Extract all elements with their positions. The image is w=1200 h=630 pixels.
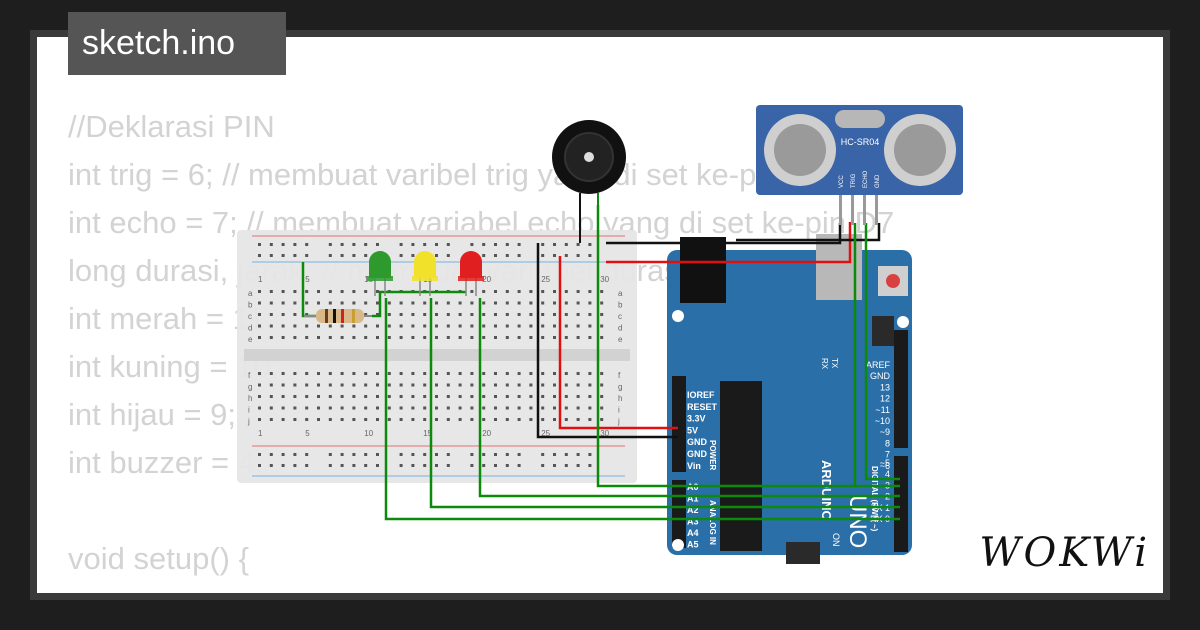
digital-pin-label: 7 [885,450,890,460]
sensor-pin [839,195,842,225]
arduino-model: UNO [844,495,871,548]
digital-header-label: DIGITAL (PWM ~) [870,466,879,532]
breadboard-column-label: 10 [364,429,373,438]
code-line: void setup() { [68,541,249,576]
breadboard-row-label: h [618,394,622,403]
digital-pin-label: 8 [885,438,890,448]
breadboard-row-label: i [248,406,250,415]
breadboard-column-label: 5 [305,429,310,438]
breadboard-row-label: j [247,417,250,426]
breadboard-column-label: 15 [423,429,432,438]
sensor-pin-label: VCC [839,175,845,188]
sensor-pin [875,195,878,225]
breadboard-row-label: h [248,394,252,403]
code-line: pinMode(trig, OUTPUT); // set pin trig m… [68,583,894,593]
power-pin-label: 3.3V [687,414,706,424]
breadboard-row-label: f [248,371,251,380]
led-green[interactable] [367,251,393,296]
arduino-brand: ARDUINO [819,460,834,521]
breadboard-row-label: a [248,289,253,298]
sensor-pin [851,195,854,225]
resistor[interactable] [304,309,372,323]
digital-pin-label: ~10 [875,416,890,426]
power-pin-label: IOREF [687,390,715,400]
digital-pin-label: ~6 [880,461,890,471]
analog-pin-label: A1 [687,494,699,504]
breadboard-row-label: c [248,312,252,321]
breadboard-column-label: 25 [541,429,550,438]
digital-pin-label: ~11 [875,405,890,415]
digital-pin-label: 13 [880,382,890,392]
analog-header-label: ANALOG IN [708,500,717,545]
analog-pin-label: A2 [687,505,699,515]
breadboard-row-label: e [618,335,623,344]
breadboard-column-label: 30 [600,275,609,284]
code-line: //Deklarasi PIN [68,109,275,144]
sensor-pin [863,195,866,225]
sensor-pin-label: TRIG [851,173,857,188]
buzzer[interactable] [552,120,626,243]
analog-pin-label: A3 [687,517,699,527]
power-header-label: POWER [708,440,717,470]
power-pin-label: GND [687,437,708,447]
breadboard-column-label: 1 [258,275,263,284]
breadboard-column-label: 20 [482,275,491,284]
code-line: int hijau = 9; [68,397,237,432]
wokwi-logo: WOKWi [979,530,1150,576]
breadboard-row-label: j [617,417,620,426]
digital-pin-label: AREF [866,360,891,370]
power-pin-label: 5V [687,425,698,435]
breadboard[interactable]: 115510101515202025253030aabbccddeeffgghh… [237,230,637,483]
breadboard-row-label: e [248,335,253,344]
breadboard-row-label: f [618,371,621,380]
led-yellow[interactable] [412,251,438,296]
digital-pin-label: ~9 [880,427,890,437]
breadboard-row-label: b [618,301,623,310]
on-label: ON [831,533,841,547]
power-pin-label: GND [687,449,708,459]
txrx-led-label: RX [820,358,829,370]
sensor-pin-label: ECHO [863,170,869,188]
txrx-led-label: TX [830,358,839,369]
digital-pin-label: 12 [880,394,890,404]
breadboard-column-label: 20 [482,429,491,438]
sensor-pin-label: GND [875,174,881,188]
breadboard-row-label: b [248,301,253,310]
power-pin-label: RESET [687,402,718,412]
breadboard-row-label: c [618,312,622,321]
power-pin-label: Vin [687,461,701,471]
atmega-chip [720,381,762,551]
file-tab[interactable]: sketch.ino [68,12,286,75]
breadboard-row-label: d [618,324,622,333]
breadboard-row-label: i [618,406,620,415]
wires [301,205,900,521]
breadboard-column-label: 30 [600,429,609,438]
breadboard-row-label: g [618,383,622,392]
sensor-label: HC-SR04 [841,137,880,147]
breadboard-column-label: 25 [541,275,550,284]
led-red[interactable] [458,251,484,296]
analog-pin-label: A5 [687,540,699,550]
ultrasonic-sensor[interactable]: HC-SR04 VCC TRIG ECHO GND [756,105,963,225]
breadboard-column-label: 1 [258,429,263,438]
digital-pin-label: 4 [885,469,890,479]
breadboard-row-label: a [618,289,623,298]
reset-button[interactable] [886,274,900,288]
breadboard-row-label: g [248,383,252,392]
breadboard-row-label: d [248,324,252,333]
analog-pin-label: A4 [687,528,699,538]
digital-pin-label: ~5 [880,458,890,468]
breadboard-column-label: 5 [305,275,310,284]
digital-pin-label: GND [870,371,891,381]
